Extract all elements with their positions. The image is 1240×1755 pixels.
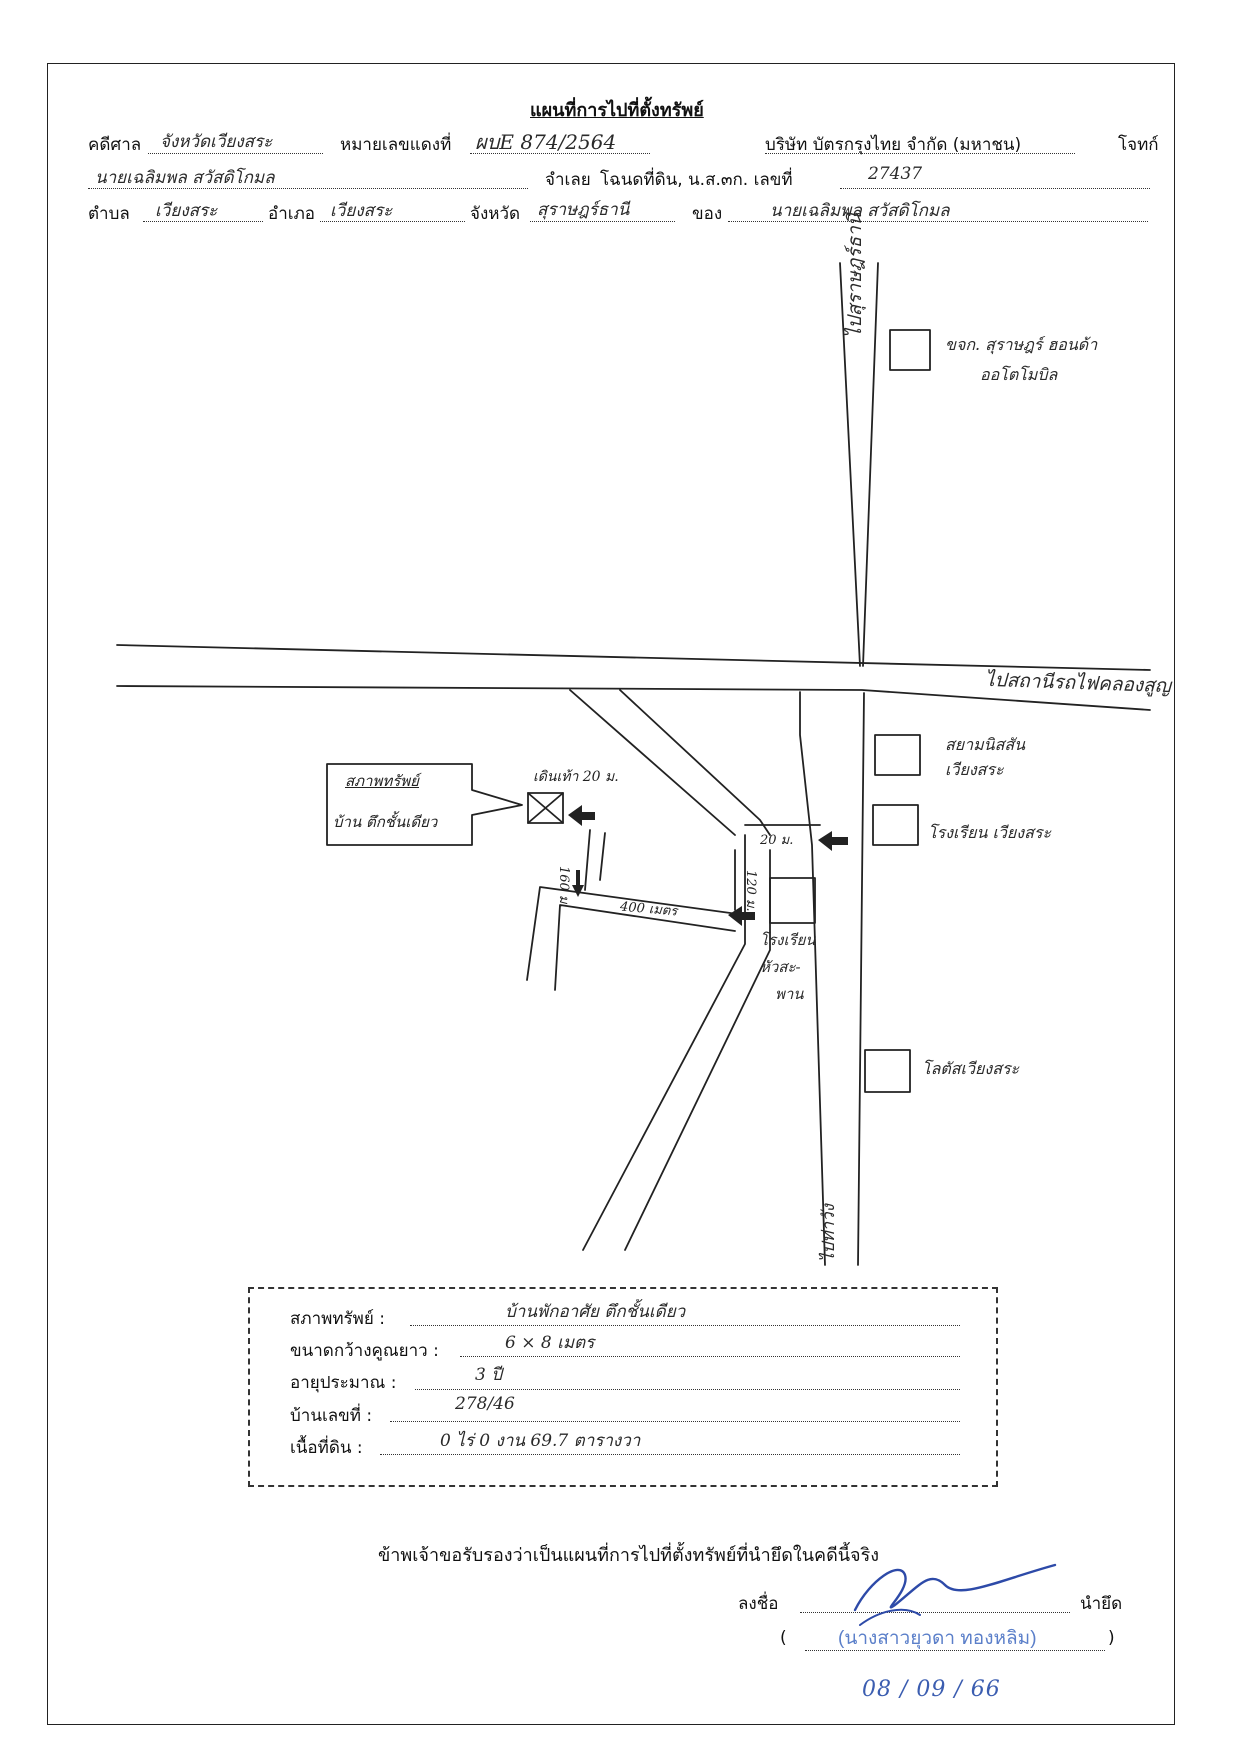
north-road <box>839 262 879 667</box>
condition-label: สภาพทรัพย์ : <box>290 1309 385 1329</box>
diagonal-road <box>569 689 771 836</box>
size-value: 6 × 8 เมตร <box>505 1333 595 1353</box>
owner-label: ของ <box>692 204 723 224</box>
province-value: สุราษฎร์ธานี <box>537 200 630 220</box>
case-no-label: หมายเลขแดงที่ <box>340 135 452 155</box>
plaintiff-value: บริษัท บัตรกรุงไทย จำกัด (มหาชน) <box>765 135 1022 155</box>
arrow-junction <box>728 906 755 926</box>
property-box <box>527 792 564 824</box>
arrow-soi <box>572 870 584 897</box>
siam-nissan-box <box>874 734 921 776</box>
landmark-school2-3: พาน <box>775 985 804 1003</box>
document-frame <box>47 63 1175 1725</box>
house-no-value: 278/46 <box>455 1394 515 1414</box>
age-label: อายุประมาณ : <box>290 1373 397 1393</box>
land-label: เนื้อที่ดิน : <box>290 1438 363 1458</box>
landmark-school: โรงเรียน เวียงสระ <box>928 823 1052 842</box>
court-label: คดีศาล <box>88 135 142 155</box>
close-paren: ) <box>1108 1628 1115 1648</box>
condition-value: บ้านพักอาศัย ตึกชั้นเดียว <box>505 1302 686 1322</box>
lotus-box <box>864 1049 911 1093</box>
subdistrict-label: ตำบล <box>88 204 130 224</box>
district-label: อำเภอ <box>268 204 315 224</box>
role-label: นำยึด <box>1080 1594 1123 1614</box>
open-paren: ( <box>780 1628 787 1648</box>
callout-title: สภาพทรัพย์ <box>345 772 419 790</box>
marker-160m <box>599 832 606 881</box>
sign-label: ลงชื่อ <box>738 1594 779 1614</box>
certification-statement: ข้าพเจ้าขอรับรองว่าเป็นแผนที่การไปที่ตั้… <box>378 1545 880 1566</box>
plaintiff-label: โจทก์ <box>1118 135 1159 155</box>
size-label: ขนาดกว้างคูณยาว : <box>290 1341 439 1361</box>
east-west-road <box>116 644 1151 711</box>
page-title: แผนที่การไปที่ตั้งทรัพย์ <box>530 100 704 121</box>
defendant-value: นายเฉลิมพล สวัสดิโกมล <box>95 168 275 188</box>
landmark-siam-nissan: สยามนิสสัน <box>945 735 1026 754</box>
landmark-lotus: โลตัสเวียงสระ <box>922 1059 1020 1078</box>
landmark-school2: โรงเรียน <box>760 931 816 949</box>
arrow-main <box>818 831 848 851</box>
district-value: เวียงสระ <box>330 201 393 221</box>
landmark-school2-2: หัวสะ- <box>760 958 801 976</box>
province-label: จังหวัด <box>470 204 521 224</box>
case-no-value: ผบE 874/2564 <box>475 130 617 154</box>
arrow-property <box>568 805 595 826</box>
landmark-dealer: ขจก. สุราษฎร์ ฮอนด้า <box>945 335 1098 354</box>
deed-label: โฉนดที่ดิน, น.ส.๓ก. เลขที่ <box>600 170 793 190</box>
age-value: 3 ปี <box>475 1365 503 1385</box>
callout-body: บ้าน ตึกชั้นเดียว <box>333 813 438 831</box>
walk-note: เดินเท้า 20 ม. <box>533 769 619 785</box>
subdistrict-value: เวียงสระ <box>155 201 218 221</box>
signer-name-stamp: (นางสาวยุวดา ทองหลิม) <box>838 1628 1037 1649</box>
small-soi <box>526 829 746 991</box>
dealer-box <box>889 329 931 371</box>
owner-value: นายเฉลิมพล สวัสดิโกมล <box>770 201 950 221</box>
signed-date: 08 / 09 / 66 <box>862 1677 1001 1702</box>
deed-value: 27437 <box>868 164 923 184</box>
landmark-siam-nissan-2: เวียงสระ <box>945 760 1004 779</box>
house-no-label: บ้านเลขที่ : <box>290 1406 373 1426</box>
property-callout <box>326 763 523 846</box>
dist-20: 20 ม. <box>760 833 794 848</box>
school2-box <box>769 877 816 924</box>
property-details-box <box>248 1287 998 1487</box>
land-value: 0 ไร่ 0 งาน 69.7 ตารางวา <box>440 1431 641 1451</box>
court-value: จังหวัดเวียงสระ <box>160 132 273 152</box>
school-box <box>872 804 919 846</box>
landmark-dealer-2: ออโตโมบิล <box>980 365 1058 384</box>
defendant-label: จำเลย <box>545 170 591 190</box>
